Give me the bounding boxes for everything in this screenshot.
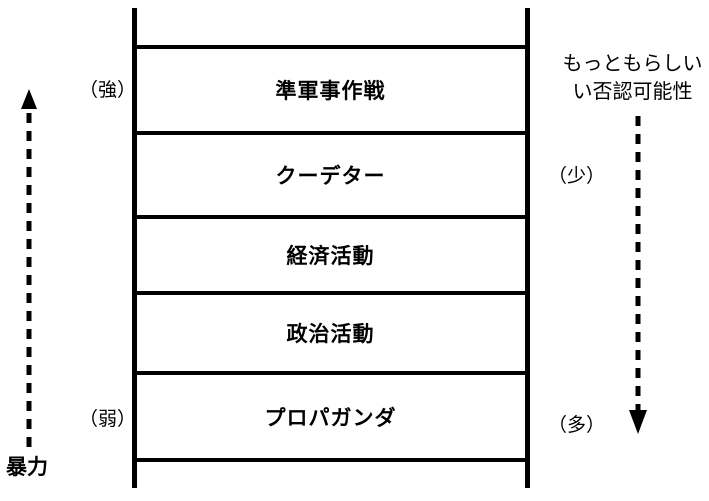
deniability-axis-heading: もっともらしい い否認可能性 <box>560 50 705 107</box>
deniability-heading-line-1: もっともらしい <box>562 53 703 75</box>
deniability-axis-arrow-icon <box>629 116 647 434</box>
ladder-row-label: 政治活動 <box>286 323 375 346</box>
ladder-rule-6 <box>134 458 527 462</box>
ladder-rule-1 <box>134 45 527 49</box>
ladder-row-economic: 経済活動 <box>134 219 527 291</box>
right-axis-bottom-tag: （多） <box>548 415 606 436</box>
deniability-heading-line-2: い否認可能性 <box>572 81 693 104</box>
ladder-right-rail <box>525 8 530 488</box>
ladder-row-paramilitary: 準軍事作戦 <box>134 49 527 131</box>
violence-axis-arrow-icon <box>21 89 37 447</box>
ladder-row-propaganda: プロパガンダ <box>134 375 527 458</box>
ladder-row-label: プロパガンダ <box>264 406 397 430</box>
ladder-row-label: 経済活動 <box>286 245 375 268</box>
ladder-row-label: クーデター <box>275 165 386 188</box>
right-axis-top-tag: （少） <box>548 166 606 187</box>
ladder-row-label: 準軍事作戦 <box>275 80 386 103</box>
violence-axis-caption: 暴力 <box>6 456 48 479</box>
left-axis-top-tag: （強） <box>79 80 137 101</box>
ladder-rule-5 <box>134 371 527 375</box>
ladder-left-rail <box>132 8 137 488</box>
ladder-row-political: 政治活動 <box>134 295 527 371</box>
ladder-row-coup: クーデター <box>134 135 527 215</box>
ladder-rule-2 <box>134 131 527 135</box>
ladder-rule-4 <box>134 291 527 295</box>
left-axis-bottom-tag: （弱） <box>79 409 137 430</box>
ladder-rule-3 <box>134 215 527 219</box>
